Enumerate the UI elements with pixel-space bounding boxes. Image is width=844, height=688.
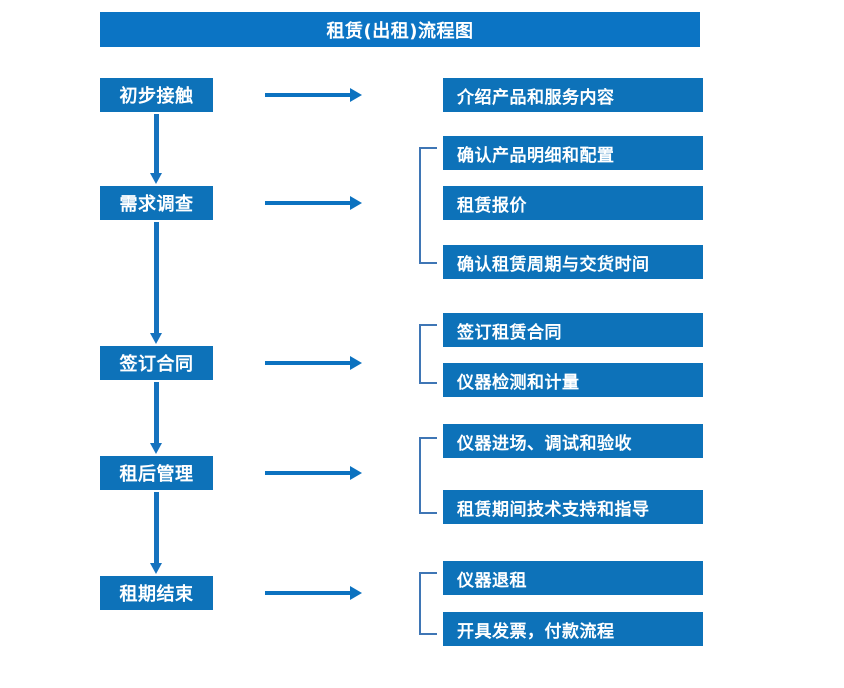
detail-box[interactable]: 确认租赁周期与交货时间 [443, 245, 703, 279]
detail-label: 仪器退租 [457, 570, 527, 591]
stage-box[interactable]: 需求调查 [100, 186, 213, 220]
detail-box[interactable]: 仪器退租 [443, 561, 703, 595]
arrow-head [350, 196, 362, 210]
stage-box[interactable]: 租期结束 [100, 576, 213, 610]
arrow-head [350, 466, 362, 480]
detail-label: 开具发票，付款流程 [457, 621, 615, 642]
group-bracket [419, 437, 437, 514]
flow-arrow-down-icon [150, 222, 163, 344]
flow-arrow-down-icon [150, 382, 163, 454]
detail-label: 签订租赁合同 [457, 322, 562, 343]
arrow-stem [265, 361, 351, 365]
group-bracket [419, 324, 437, 384]
detail-box[interactable]: 仪器检测和计量 [443, 363, 703, 397]
detail-box[interactable]: 开具发票，付款流程 [443, 612, 703, 646]
arrow-stem [154, 382, 159, 443]
stage-label: 需求调查 [119, 194, 194, 215]
arrow-stem [154, 222, 159, 333]
arrow-head [350, 356, 362, 370]
detail-box[interactable]: 租赁报价 [443, 186, 703, 220]
flow-arrow-down-icon [150, 492, 163, 574]
detail-box[interactable]: 签订租赁合同 [443, 313, 703, 347]
flow-arrow-right-icon [265, 466, 362, 480]
detail-label: 确认产品明细和配置 [457, 145, 615, 166]
flow-arrow-right-icon [265, 196, 362, 210]
arrow-head [150, 333, 162, 344]
arrow-stem [265, 93, 351, 97]
stage-box[interactable]: 初步接触 [100, 78, 213, 112]
arrow-stem [154, 492, 159, 563]
stage-label: 初步接触 [119, 86, 194, 107]
flow-arrow-right-icon [265, 586, 362, 600]
arrow-head [350, 586, 362, 600]
arrow-head [150, 173, 162, 184]
detail-box[interactable]: 确认产品明细和配置 [443, 136, 703, 170]
stage-label: 租期结束 [119, 584, 194, 605]
group-bracket [419, 572, 437, 635]
flow-arrow-right-icon [265, 88, 362, 102]
flow-arrow-right-icon [265, 356, 362, 370]
arrow-stem [265, 201, 351, 205]
stage-box[interactable]: 租后管理 [100, 456, 213, 490]
page-title: 租赁(出租)流程图 [100, 12, 700, 47]
detail-box[interactable]: 仪器进场、调试和验收 [443, 424, 703, 458]
detail-label: 介绍产品和服务内容 [457, 87, 615, 108]
arrow-head [150, 563, 162, 574]
detail-label: 租赁期间技术支持和指导 [457, 499, 650, 520]
detail-label: 租赁报价 [457, 195, 527, 216]
detail-box[interactable]: 介绍产品和服务内容 [443, 78, 703, 112]
stage-label: 租后管理 [119, 464, 194, 485]
arrow-stem [265, 591, 351, 595]
detail-label: 确认租赁周期与交货时间 [457, 254, 650, 275]
group-bracket [419, 147, 437, 264]
arrow-head [350, 88, 362, 102]
stage-box[interactable]: 签订合同 [100, 346, 213, 380]
detail-label: 仪器进场、调试和验收 [457, 433, 632, 454]
stage-label: 签订合同 [119, 354, 194, 375]
detail-box[interactable]: 租赁期间技术支持和指导 [443, 490, 703, 524]
arrow-stem [265, 471, 351, 475]
arrow-head [150, 443, 162, 454]
detail-label: 仪器检测和计量 [457, 372, 580, 393]
flow-arrow-down-icon [150, 114, 163, 184]
arrow-stem [154, 114, 159, 173]
